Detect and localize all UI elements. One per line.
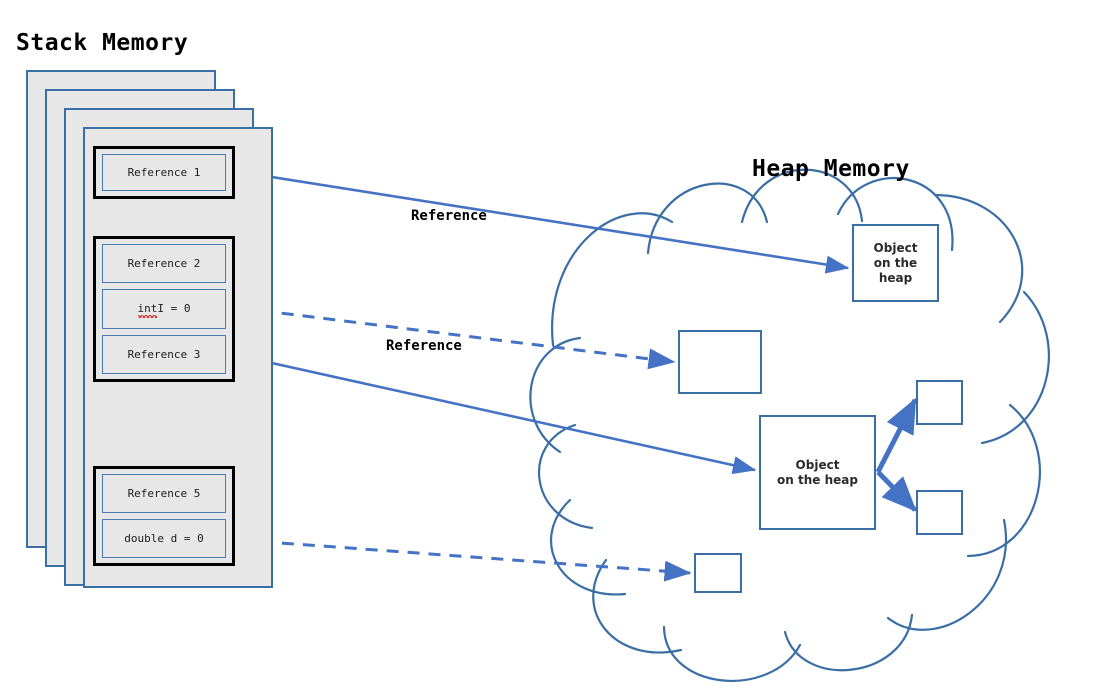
reference-arrow-1 (239, 170, 850, 274)
heap-cloud-outline (529, 168, 1050, 682)
stack-slot-reference-5[interactable]: Reference 5 (102, 474, 226, 513)
heap-empty-box-upper-right[interactable] (916, 380, 963, 425)
reference-arrow-4-dashed (239, 538, 692, 582)
heap-object-line-2: on the heap (777, 472, 858, 487)
stack-slot-reference-2[interactable]: Reference 2 (102, 244, 226, 284)
stack-slot-label: Reference 1 (127, 166, 201, 179)
heap-memory-title: Heap Memory (752, 156, 910, 182)
heap-object-line-1: Object (873, 240, 918, 255)
reference-label-solid: Reference (411, 208, 487, 224)
stack-slot-label: Reference 5 (127, 487, 201, 500)
stack-slot-label: double d = 0 (124, 532, 204, 545)
stack-slot-label: Reference 2 (127, 257, 201, 271)
reference-arrows (239, 170, 850, 582)
stack-slot-reference-3[interactable]: Reference 3 (102, 334, 226, 374)
stack-slot-label: Reference 3 (127, 347, 201, 361)
stack-slot-label-rest: I = 0 (157, 302, 191, 316)
stack-frame-top: Reference 1 (93, 146, 235, 199)
heap-object-top-right[interactable]: Object on the heap (852, 224, 939, 302)
reference-arrow-3 (239, 354, 757, 475)
heap-empty-box-middle-left[interactable] (678, 330, 762, 394)
reference-arrow-2-dashed (239, 306, 676, 370)
heap-internal-arrows (875, 397, 918, 512)
spellcheck-underlined-word: int (137, 302, 158, 319)
heap-empty-box-lower-right[interactable] (916, 490, 963, 535)
heap-object-line-1: Object (795, 457, 840, 472)
stack-slot-reference-1[interactable]: Reference 1 (102, 154, 226, 191)
heap-arrow-upper (875, 397, 918, 474)
heap-object-line-2: on the (873, 255, 918, 270)
stack-slot-int-variable[interactable]: int I = 0 (102, 289, 226, 329)
heap-object-center[interactable]: Object on the heap (759, 415, 876, 530)
heap-object-line-3: heap (878, 270, 913, 285)
stack-memory-title: Stack Memory (16, 30, 189, 56)
stack-frame-bottom: Reference 5 double d = 0 (93, 466, 235, 566)
heap-arrow-lower (876, 470, 917, 512)
stack-frame-middle: Reference 2 int I = 0 Reference 3 (93, 236, 235, 382)
stack-slot-double-variable[interactable]: double d = 0 (102, 519, 226, 558)
reference-label-dashed: Reference (386, 338, 462, 354)
heap-empty-box-bottom-left[interactable] (694, 553, 742, 593)
